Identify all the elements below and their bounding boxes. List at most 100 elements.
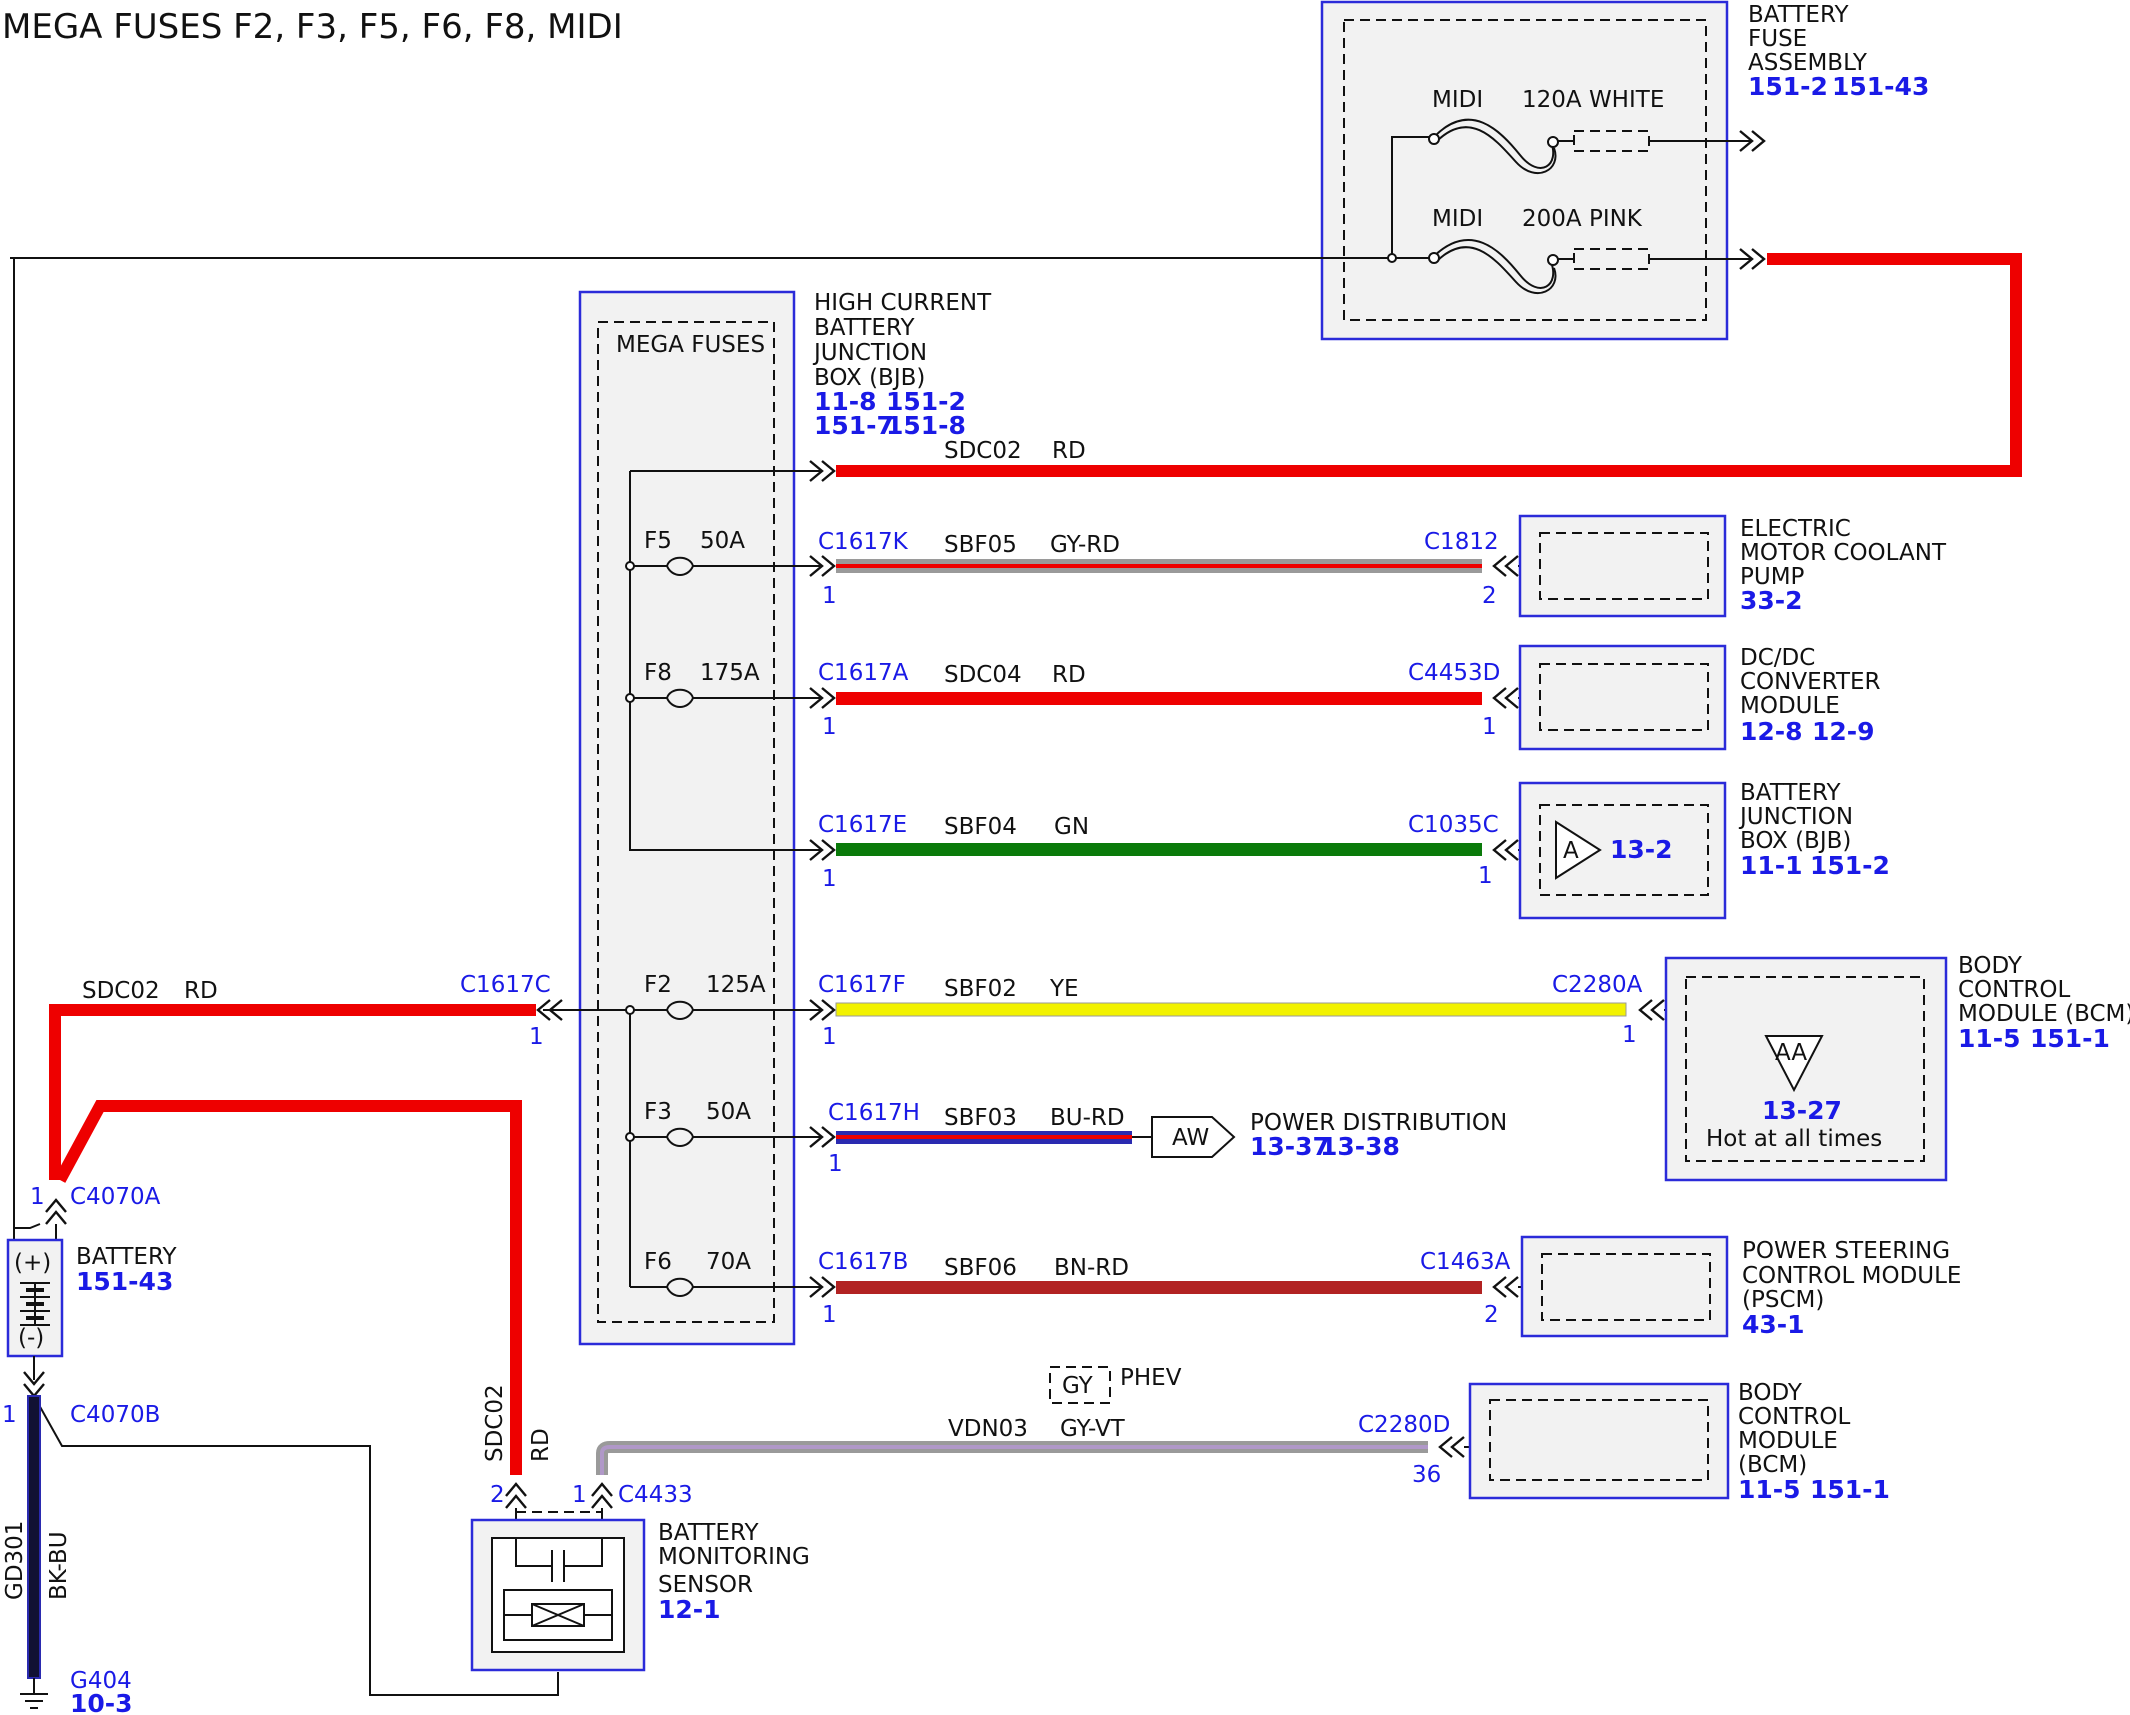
midi-fuse-2-name: MIDI [1432,206,1483,232]
hcbjb-ref-1[interactable]: 11-8 [814,387,877,416]
bfa-ref-1[interactable]: 151-2 [1748,72,1828,101]
c1617k-pin: 1 [822,583,837,609]
pump-name-3: PUMP [1740,564,1805,590]
sdc04-circuit: SDC04 [944,662,1022,688]
dcdc-name-3: MODULE [1740,693,1840,719]
circuit-sdc04: C1617A 1 SDC04 RD C4453D 1 [818,660,1540,740]
pscm-ref[interactable]: 43-1 [1742,1310,1805,1339]
c4433-pin2: 2 [490,1482,505,1508]
bcm1-symbol-ref[interactable]: 13-27 [1762,1096,1842,1125]
mega-fuses-label: MEGA FUSES [616,332,765,358]
sbf06-circuit: SBF06 [944,1255,1017,1281]
hcbjb-ref-3[interactable]: 151-7 [814,411,894,440]
sdc02-left-color: RD [184,978,218,1004]
c2280d-label[interactable]: C2280D [1358,1412,1450,1438]
wire-bms-sdc02 [54,1100,522,1475]
c1617e-label[interactable]: C1617E [818,812,907,838]
fuse-f3-rating: 50A [706,1099,751,1125]
battery: 1 C4070A (+) (-) BATTERY 151-43 [6,1184,177,1358]
g404-label[interactable]: G404 [70,1668,132,1694]
dcdc-ref-2[interactable]: 12-9 [1812,717,1875,746]
bcm2-ref-1[interactable]: 11-5 [1738,1475,1801,1504]
c4070b-label[interactable]: C4070B [70,1402,160,1428]
fuse-f2-rating: 125A [706,972,766,998]
c1617a-label[interactable]: C1617A [818,660,909,686]
c4433-label[interactable]: C4433 [618,1482,693,1508]
bcm2-ref-2[interactable]: 151-1 [1810,1475,1890,1504]
diagram-title: MEGA FUSES F2, F3, F5, F6, F8, MIDI [2,7,623,47]
sbf03-circuit: SBF03 [944,1105,1017,1131]
battery-fuse-assembly: MIDI 120A WHITE MIDI 200A PINK BATTERY F… [10,0,1929,341]
top-circuit: SDC02 [944,438,1022,464]
sbf02-color: YE [1049,976,1079,1002]
bms-wire-color: RD [528,1428,554,1462]
c4453d-label[interactable]: C4453D [1408,660,1500,686]
vdn03-circuit: VDN03 [948,1416,1028,1442]
c1617b-pin: 1 [822,1302,837,1328]
bjb-symbol-ref[interactable]: 13-2 [1610,835,1673,864]
power-dist-ref-1[interactable]: 13-37 [1250,1132,1330,1161]
body-control-module-1: AA 13-27 Hot at all times BODY CONTROL M… [1664,953,2130,1182]
bfa-name-2: FUSE [1748,26,1807,52]
c2280a-label[interactable]: C2280A [1552,972,1643,998]
dcdc-ref-1[interactable]: 12-8 [1740,717,1803,746]
c1617h-label[interactable]: C1617H [828,1100,920,1126]
c1617f-label[interactable]: C1617F [818,972,906,998]
c2280d-pin: 36 [1412,1462,1441,1488]
c1617k-label[interactable]: C1617K [818,529,909,555]
c1812-label[interactable]: C1812 [1424,529,1499,555]
bcm1-name-2: CONTROL [1958,977,2071,1003]
c1463a-label[interactable]: C1463A [1420,1249,1511,1275]
ground-color: BK-BU [46,1531,72,1600]
power-dist-ref-2[interactable]: 13-38 [1320,1132,1400,1161]
dcdc-name-2: CONVERTER [1740,669,1881,695]
sbf05-circuit: SBF05 [944,532,1017,558]
c1035c-label[interactable]: C1035C [1408,812,1499,838]
circuit-sbf04: C1617E 1 SBF04 GN C1035C 1 [818,812,1556,892]
bcm2-name-3: MODULE [1738,1428,1838,1454]
hcbjb-ref-4[interactable]: 151-8 [886,411,966,440]
battery-ref[interactable]: 151-43 [76,1267,173,1296]
circuit-vdn03: VDN03 GY-VT C2280D 36 [596,1412,1490,1488]
phev-tag-code: GY [1062,1373,1094,1399]
bfa-name-3: ASSEMBLY [1748,50,1868,76]
c1617h-pin: 1 [828,1151,843,1177]
c1617c-label[interactable]: C1617C [460,972,551,998]
sbf05-color: GY-RD [1050,532,1120,558]
body-control-module-2: BODY CONTROL MODULE (BCM) 11-5 151-1 [1468,1380,1890,1504]
sbf04-circuit: SBF04 [944,814,1017,840]
bfa-ref-2[interactable]: 151-43 [1832,72,1929,101]
circuit-sbf05: C1617K 1 SBF05 GY-RD C1812 2 [818,529,1540,609]
hcbjb-ref-2[interactable]: 151-2 [886,387,966,416]
aw-symbol: AW [1172,1125,1209,1151]
bms-wire-circuit: SDC02 [482,1384,508,1462]
pump-name-2: MOTOR COOLANT [1740,540,1947,566]
midi-fuse-1-name: MIDI [1432,87,1483,113]
pscm-name-1: POWER STEERING [1742,1238,1950,1264]
bjb-ref-2[interactable]: 151-2 [1810,851,1890,880]
circuit-sbf03: C1617H 1 SBF03 BU-RD AW POWER DISTRIBUTI… [828,1100,1507,1177]
pump-ref[interactable]: 33-2 [1740,586,1803,615]
c1617b-label[interactable]: C1617B [818,1249,908,1275]
fuse-f3-name: F3 [644,1099,672,1125]
hcbjb-name-1: HIGH CURRENT [814,290,992,316]
bjb-name-2: JUNCTION [1738,804,1853,830]
phev-label: PHEV [1120,1365,1182,1391]
bcm1-ref-2[interactable]: 151-1 [2030,1024,2110,1053]
dcdc-name-1: DC/DC [1740,645,1815,671]
bcm1-ref-1[interactable]: 11-5 [1958,1024,2021,1053]
dcdc-converter-module: DC/DC CONVERTER MODULE 12-8 12-9 [1518,644,1881,751]
bcm1-note: Hot at all times [1706,1126,1882,1152]
fuse-f2-name: F2 [644,972,672,998]
bms-ref[interactable]: 12-1 [658,1595,721,1624]
bjb-name-1: BATTERY [1740,780,1841,806]
pscm-name-2: CONTROL MODULE [1742,1263,1961,1289]
sbf03-color: BU-RD [1050,1105,1125,1131]
battery-monitoring-sensor: 2 1 C4433 BATTERY MONITORING SENSOR 12-1 [470,1482,810,1672]
hcbjb-name-4: BOX (BJB) [814,365,925,391]
c4070a-label[interactable]: C4070A [70,1184,161,1210]
bjb-ref-1[interactable]: 11-1 [1740,851,1803,880]
fuse-f5-name: F5 [644,528,672,554]
bcm1-name-3: MODULE (BCM) [1958,1001,2130,1027]
g404-ref[interactable]: 10-3 [70,1689,133,1715]
